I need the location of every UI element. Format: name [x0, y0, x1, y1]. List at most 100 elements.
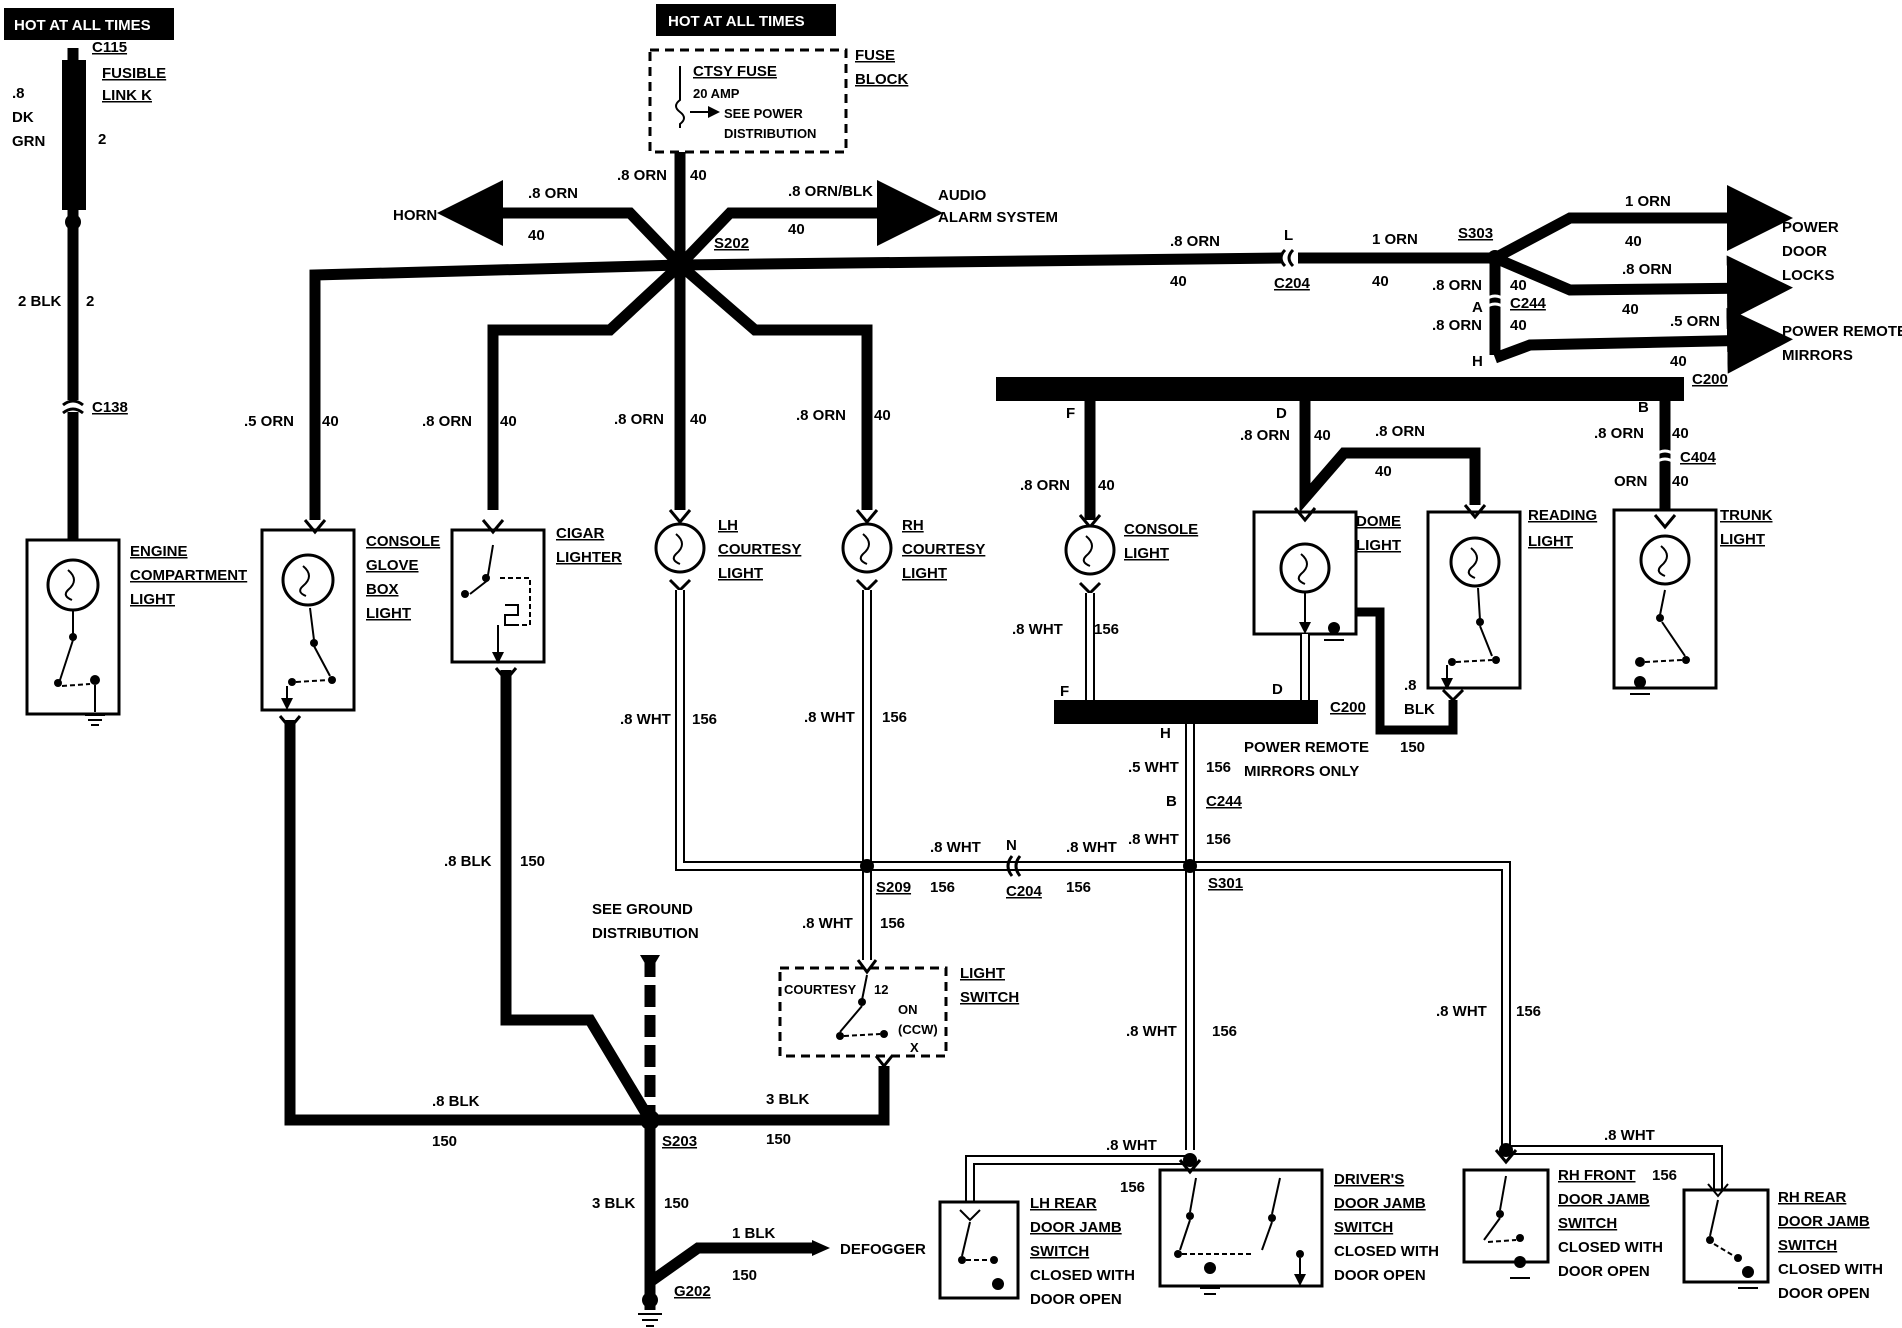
connector-c204-top: C204 — [1274, 275, 1311, 292]
see-power-2: DISTRIBUTION — [724, 126, 816, 141]
fusible-link-label: FUSIBLE — [102, 65, 166, 82]
ls-courtesy: COURTESY — [784, 982, 857, 997]
door-switch-wires — [965, 1143, 1723, 1202]
ls-label-2: SWITCH — [960, 989, 1019, 1006]
hot-label-center: HOT AT ALL TIMES — [668, 13, 805, 30]
prm-circuit: 40 — [1670, 353, 1687, 370]
cigar-wire: .8 ORN — [422, 413, 472, 430]
c200-pin-d-bottom: D — [1272, 681, 1283, 698]
lh-label-2: COURTESY — [718, 541, 801, 558]
s203-blk-wire: 3 BLK — [592, 1195, 636, 1212]
c204-pin-l: L — [1284, 227, 1293, 244]
main-circuit: 40 — [1170, 273, 1187, 290]
dome-label-1: DOME — [1356, 513, 1401, 530]
trunk-light: B .8 ORN 40 C404 ORN 40 TRUNK LIGHT — [1594, 399, 1773, 695]
c404-circuit: 40 — [1672, 473, 1689, 490]
wire-fuse-label: .8 ORN — [617, 167, 667, 184]
c244-circuit-a: 40 — [1510, 277, 1527, 294]
rh-rear-door-switch: RH REAR DOOR JAMB SWITCH CLOSED WITH DOO… — [1682, 1183, 1883, 1302]
glove-circuit: 40 — [322, 413, 339, 430]
rhf-label-3: SWITCH — [1558, 1215, 1617, 1232]
wire-dkgrn-1: .8 — [12, 85, 25, 102]
fuse-block: FUSE BLOCK CTSY FUSE 20 AMP SEE POWER DI… — [648, 47, 908, 154]
s203-blk-circuit: 150 — [664, 1195, 689, 1212]
bus-c204: C204 — [1006, 883, 1043, 900]
dome-wire: .8 ORN — [1240, 427, 1290, 444]
prm-label-2: MIRRORS — [1782, 347, 1853, 364]
lhr-label-5: DOOR OPEN — [1030, 1291, 1122, 1308]
drv-wht-2: .8 WHT — [1106, 1137, 1157, 1154]
trunk-label-2: LIGHT — [1720, 531, 1765, 548]
wire-1orn-label: 1 ORN — [1372, 231, 1418, 248]
connector-c244-bottom: C244 — [1206, 793, 1243, 810]
connector-c244-top: C244 — [1510, 295, 1547, 312]
ls-pin-12: 12 — [874, 982, 888, 997]
dome-label-2: LIGHT — [1356, 537, 1401, 554]
horn-label: HORN — [393, 207, 437, 224]
glove-blk-circuit: 150 — [432, 1133, 457, 1150]
wire-dkgrn-3: GRN — [12, 133, 45, 150]
c200-label-top: C200 — [1692, 371, 1728, 388]
dome-pin-d: D — [1276, 405, 1287, 422]
pdl-circuit-1: 40 — [1625, 233, 1642, 250]
c244-wire-a: .8 ORN — [1432, 277, 1482, 294]
bus-circuit-1: 156 — [930, 879, 955, 896]
ls-blk-wire: 3 BLK — [766, 1091, 810, 1108]
pdl-label-3: LOCKS — [1782, 267, 1835, 284]
rhf-label-5: DOOR OPEN — [1558, 1263, 1650, 1280]
rh-front-door-switch: 156 RH FRONT DOOR JAMB SWITCH CLOSED WIT… — [1462, 1149, 1677, 1280]
glove-label-1: CONSOLE — [366, 533, 440, 550]
c244-wire-h: .8 ORN — [1432, 317, 1482, 334]
connector-c115: C115 — [92, 39, 127, 56]
defog-blk-circuit: 150 — [732, 1267, 757, 1284]
horn-circuit: 40 — [528, 227, 545, 244]
console-label-2: LIGHT — [1124, 545, 1169, 562]
connector-c404: C404 — [1680, 449, 1717, 466]
trunk-circuit: 40 — [1672, 425, 1689, 442]
rhr-wht-wire: .8 WHT — [1604, 1127, 1655, 1144]
trunk-label-1: TRUNK — [1720, 507, 1773, 524]
hot-tag-center — [656, 4, 836, 36]
splice-s202-star — [309, 180, 1283, 520]
trunk-pin-b: B — [1638, 399, 1649, 416]
console-circuit: 40 — [1098, 477, 1115, 494]
console-label-1: CONSOLE — [1124, 521, 1198, 538]
console-wire: .8 ORN — [1020, 477, 1070, 494]
wht-c244-wire: .8 WHT — [1128, 831, 1179, 848]
glove-label-3: BOX — [366, 581, 399, 598]
c244-pin-a: A — [1472, 299, 1483, 316]
glove-wire: .5 ORN — [244, 413, 294, 430]
glove-blk-wire: .8 BLK — [432, 1093, 480, 1110]
bus-wht-2: .8 WHT — [1066, 839, 1117, 856]
splice-s202: S202 — [714, 235, 749, 252]
ground-g202: G202 — [674, 1283, 711, 1300]
lh-wire: .8 ORN — [614, 411, 664, 428]
engine-label-3: LIGHT — [130, 591, 175, 608]
console-wht-wire: .8 WHT — [1012, 621, 1063, 638]
audio-label-2: ALARM SYSTEM — [938, 209, 1058, 226]
prm-wire: .5 ORN — [1670, 313, 1720, 330]
reading-label-1: READING — [1528, 507, 1597, 524]
reading-light: .8 BLK 150 READING LIGHT — [1400, 504, 1597, 756]
c244-circuit-h: 40 — [1510, 317, 1527, 334]
wire-2blk: 2 BLK — [18, 293, 62, 310]
drv-label-3: SWITCH — [1334, 1219, 1393, 1236]
horn-wire: .8 ORN — [528, 185, 578, 202]
reading-wire: .8 ORN — [1375, 423, 1425, 440]
ls-on-2: (CCW) — [898, 1022, 938, 1037]
pdl-circuit-2: 40 — [1622, 301, 1639, 318]
splice-s303: S303 — [1458, 225, 1493, 242]
rhr-label-4: CLOSED WITH — [1778, 1261, 1883, 1278]
pdl-wire-2: .8 ORN — [1622, 261, 1672, 278]
rh-circuit: 40 — [874, 407, 891, 424]
prm-only-2: MIRRORS ONLY — [1244, 763, 1359, 780]
lh-courtesy-light: LH COURTESY LIGHT — [654, 509, 801, 593]
see-power-1: SEE POWER — [724, 106, 803, 121]
rhf-label-4: CLOSED WITH — [1558, 1239, 1663, 1256]
cigar-label-1: CIGAR — [556, 525, 605, 542]
drv-label-2: DOOR JAMB — [1334, 1195, 1426, 1212]
bus-wht-1: .8 WHT — [930, 839, 981, 856]
hot-label-left: HOT AT ALL TIMES — [14, 17, 151, 34]
dome-circuit: 40 — [1314, 427, 1331, 444]
light-switch: COURTESY 12 ON (CCW) X LIGHT SWITCH — [778, 959, 1019, 1069]
